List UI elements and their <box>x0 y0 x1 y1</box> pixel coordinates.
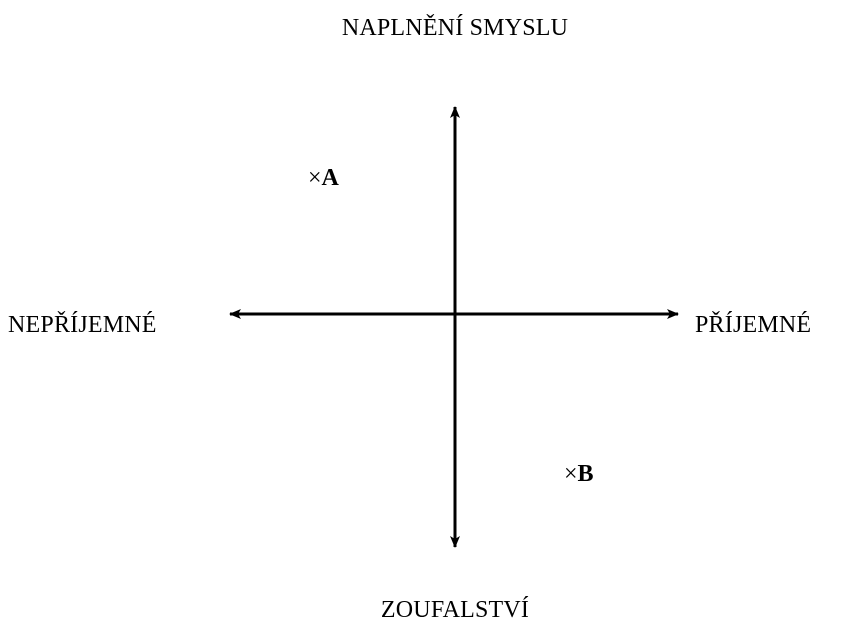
axis-label-right: PŘÍJEMNÉ <box>695 312 812 338</box>
point-b: ×B <box>564 460 594 488</box>
cross-marker-icon: × <box>308 165 322 191</box>
point-b-label: B <box>577 461 594 487</box>
axis-label-top: NAPLNĚNÍ SMYSLU <box>341 15 569 41</box>
point-a: ×A <box>308 164 339 192</box>
axis-label-bottom: ZOUFALSTVÍ <box>380 597 530 623</box>
cross-marker-icon: × <box>564 461 578 487</box>
axis-label-left: NEPŘÍJEMNÉ <box>8 312 157 338</box>
point-a-label: A <box>321 165 339 191</box>
